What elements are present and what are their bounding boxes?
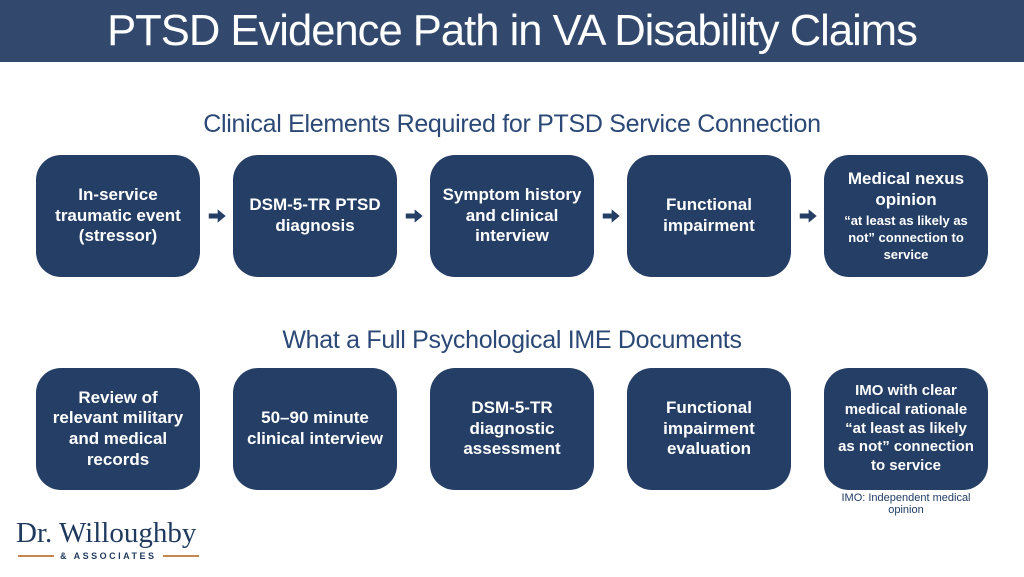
flow-box-label: IMO with clear medical rationale “at lea… <box>838 381 974 475</box>
flow-connector <box>397 205 430 227</box>
logo-line-left <box>18 554 54 557</box>
flow-box-diagnostic-assessment: DSM-5-TR diagnostic assessment <box>430 368 594 490</box>
logo-line-right <box>162 554 199 557</box>
flow-box-label: 50–90 minute clinical interview <box>246 408 384 448</box>
flow-box-label: Review of relevant military and medical … <box>52 387 184 469</box>
arrow-right-icon <box>208 209 226 223</box>
imo-footnote: IMO: Independent medical opinion <box>841 492 971 516</box>
flow-connector <box>791 205 824 227</box>
flow-box-clinical-interview: 50–90 minute clinical interview <box>233 368 397 490</box>
logo-subrow: & ASSOCIATES <box>16 550 199 561</box>
flow-box-label: Functional impairment evaluation <box>663 397 755 459</box>
flow-box-medical-nexus: Medical nexus opinion “at least as likel… <box>824 155 988 277</box>
flow-box-label: Symptom history and clinical interview <box>442 184 582 246</box>
flow-box-imo-rationale: IMO with clear medical rationale “at lea… <box>824 368 988 490</box>
flow-box-dsm-diagnosis: DSM-5-TR PTSD diagnosis <box>233 155 397 277</box>
flow-connector <box>594 205 627 227</box>
flow-box-impairment-evaluation: Functional impairment evaluation <box>627 368 791 490</box>
flow-box-label: DSM-5-TR PTSD diagnosis <box>249 195 381 235</box>
flow-box-stressor: In-service traumatic event (stressor) <box>36 155 200 277</box>
flow-box-label: In-service traumatic event (stressor) <box>55 184 181 246</box>
arrow-right-icon <box>405 209 423 223</box>
flow-row-clinical-elements: In-service traumatic event (stressor) DS… <box>36 155 988 277</box>
logo-subtext: & ASSOCIATES <box>60 550 157 561</box>
page-title: PTSD Evidence Path in VA Disability Clai… <box>107 6 918 55</box>
header-band: PTSD Evidence Path in VA Disability Clai… <box>0 0 1024 62</box>
section-title-clinical-elements: Clinical Elements Required for PTSD Serv… <box>203 110 821 138</box>
flow-box-subtitle: “at least as likely as not” connection t… <box>844 213 968 262</box>
flow-box-label: DSM-5-TR diagnostic assessment <box>463 397 561 459</box>
logo-name: Dr. Willoughby <box>16 517 197 549</box>
flow-box-title: Medical nexus opinion <box>847 168 965 209</box>
logo: Dr. Willoughby & ASSOCIATES <box>16 517 199 561</box>
flow-box-label: Functional impairment <box>663 195 755 235</box>
arrow-right-icon <box>799 209 817 223</box>
arrow-right-icon <box>602 209 620 223</box>
flow-box-symptom-history: Symptom history and clinical interview <box>430 155 594 277</box>
flow-row-ime-documents: Review of relevant military and medical … <box>36 368 988 490</box>
section-title-ime-documents: What a Full Psychological IME Documents <box>282 326 742 354</box>
flow-connector <box>200 205 233 227</box>
flow-box-functional-impairment: Functional impairment <box>627 155 791 277</box>
flow-box-records-review: Review of relevant military and medical … <box>36 368 200 490</box>
